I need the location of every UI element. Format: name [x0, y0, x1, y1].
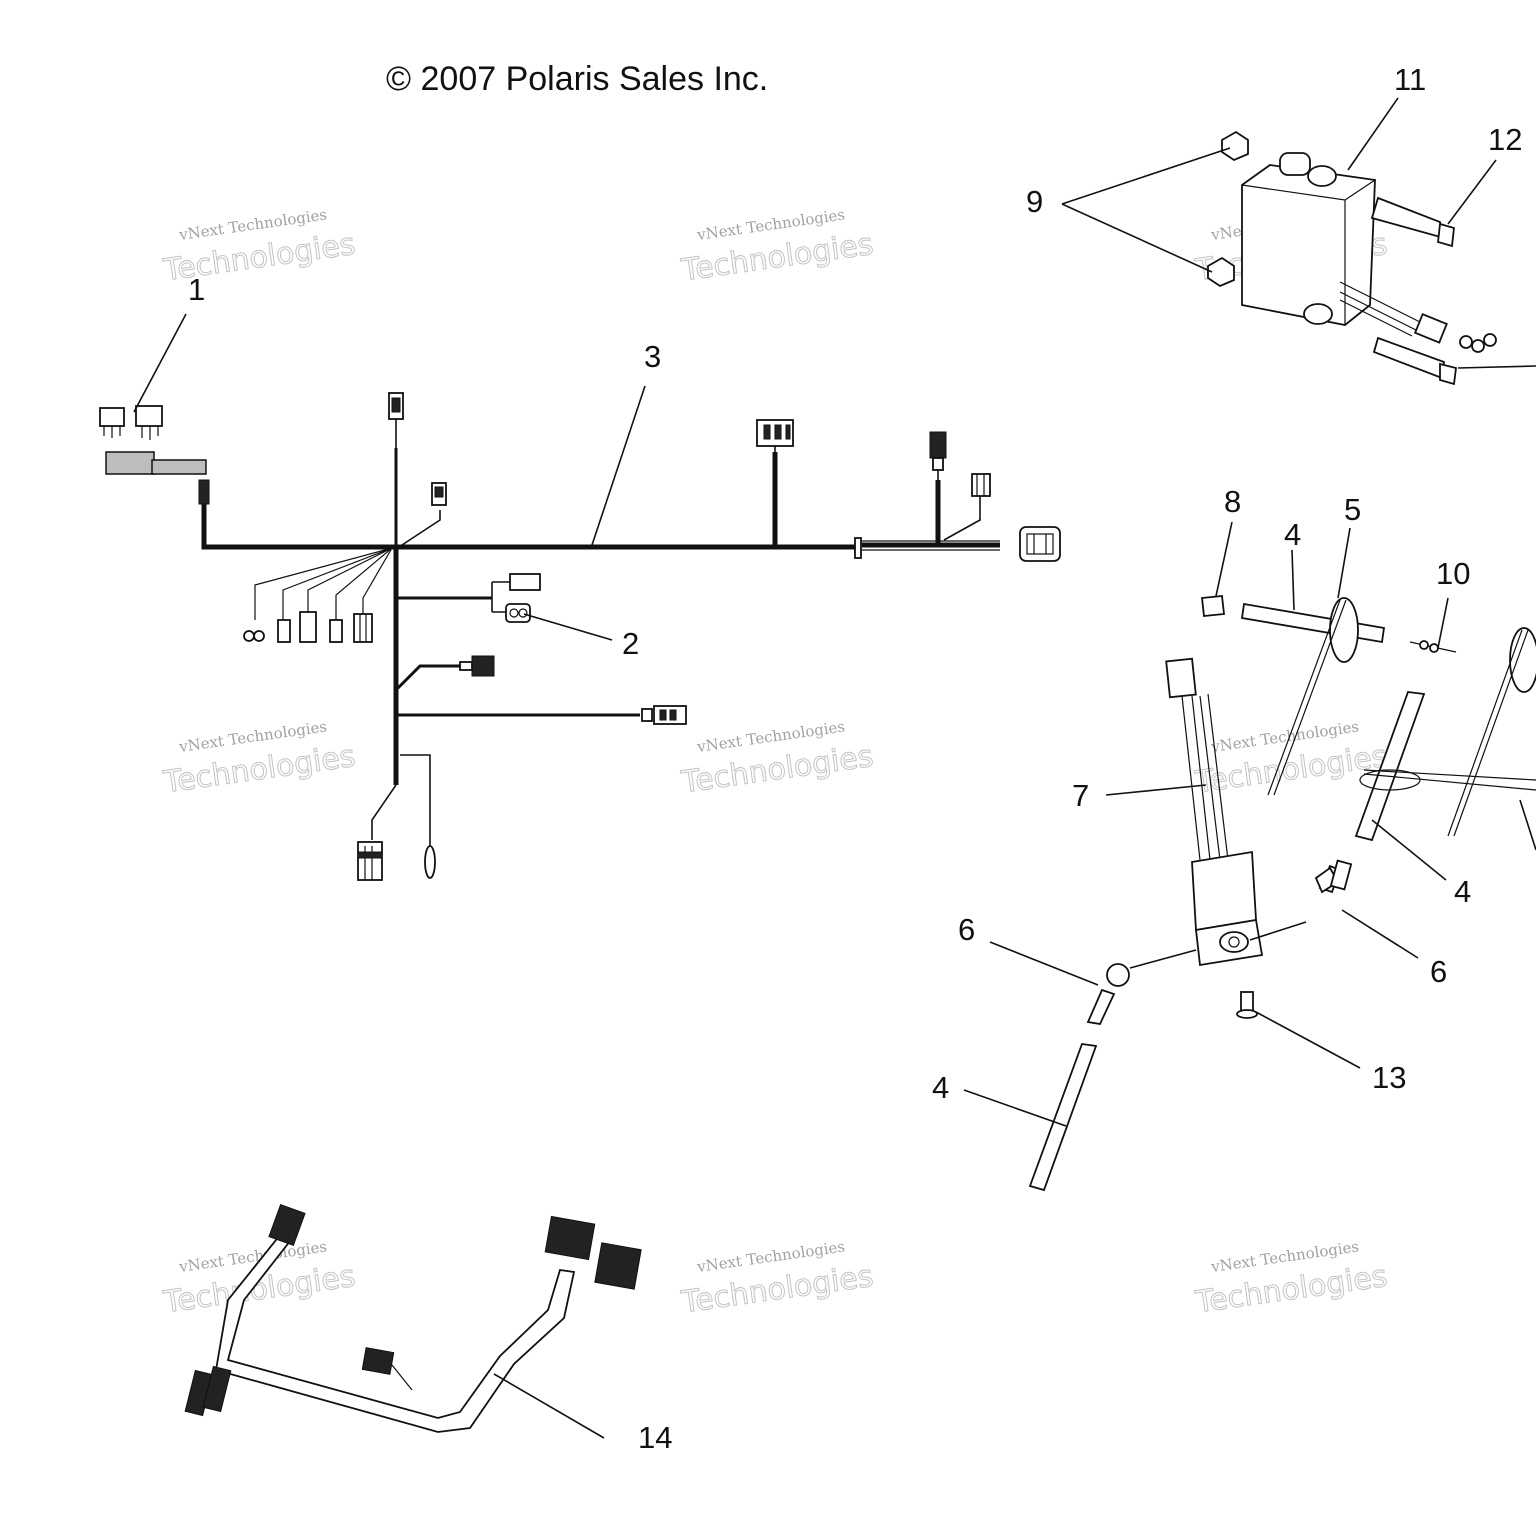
callout-4: 4: [932, 1070, 949, 1105]
fan-connectors: [243, 611, 373, 643]
watermark: vNext Technologies Technologies: [160, 717, 358, 801]
switch-assembly: [1028, 595, 1536, 1192]
watermark: vNext Technologies Technologies: [678, 717, 876, 801]
copyright-text: © 2007 Polaris Sales Inc.: [386, 60, 768, 98]
callout-14: 14: [638, 1420, 672, 1455]
lower-harness: [184, 1203, 642, 1433]
callout-1: 1: [188, 272, 205, 307]
harness-end-connector: [1019, 526, 1061, 562]
main-wire-harness: [99, 392, 1061, 881]
callout-4: 4: [1284, 517, 1301, 552]
leader-lines: [133, 97, 1536, 1439]
callout-5: 5: [1344, 492, 1361, 527]
callout-4: 4: [1454, 874, 1471, 909]
callout-6: 6: [1430, 954, 1447, 989]
callout-8: 8: [1224, 484, 1241, 519]
callout-12: 12: [1488, 122, 1522, 157]
watermark: vNext Technologies Technologies: [678, 205, 876, 289]
callout-10: 10: [1436, 556, 1470, 591]
watermark: vNext Technologies Technologies: [1192, 1237, 1390, 1321]
watermark: vNext Technologies Technologies: [678, 1237, 876, 1321]
watermark-group: vNext Technologies Technologies vNext Te…: [160, 205, 1390, 1321]
callout-9: 9: [1026, 184, 1043, 219]
control-module: [1207, 130, 1497, 386]
callout-13: 13: [1372, 1060, 1406, 1095]
callout-3: 3: [644, 339, 661, 374]
connector-pair-part-1: [99, 405, 210, 505]
callout-labels: 1 3 2 11 12 9 8 4 5 10 7 4 6 6 13 4 14: [188, 62, 1522, 1455]
callout-6: 6: [958, 912, 975, 947]
callout-11: 11: [1394, 62, 1426, 97]
callout-7: 7: [1072, 778, 1089, 813]
callout-2: 2: [622, 626, 639, 661]
